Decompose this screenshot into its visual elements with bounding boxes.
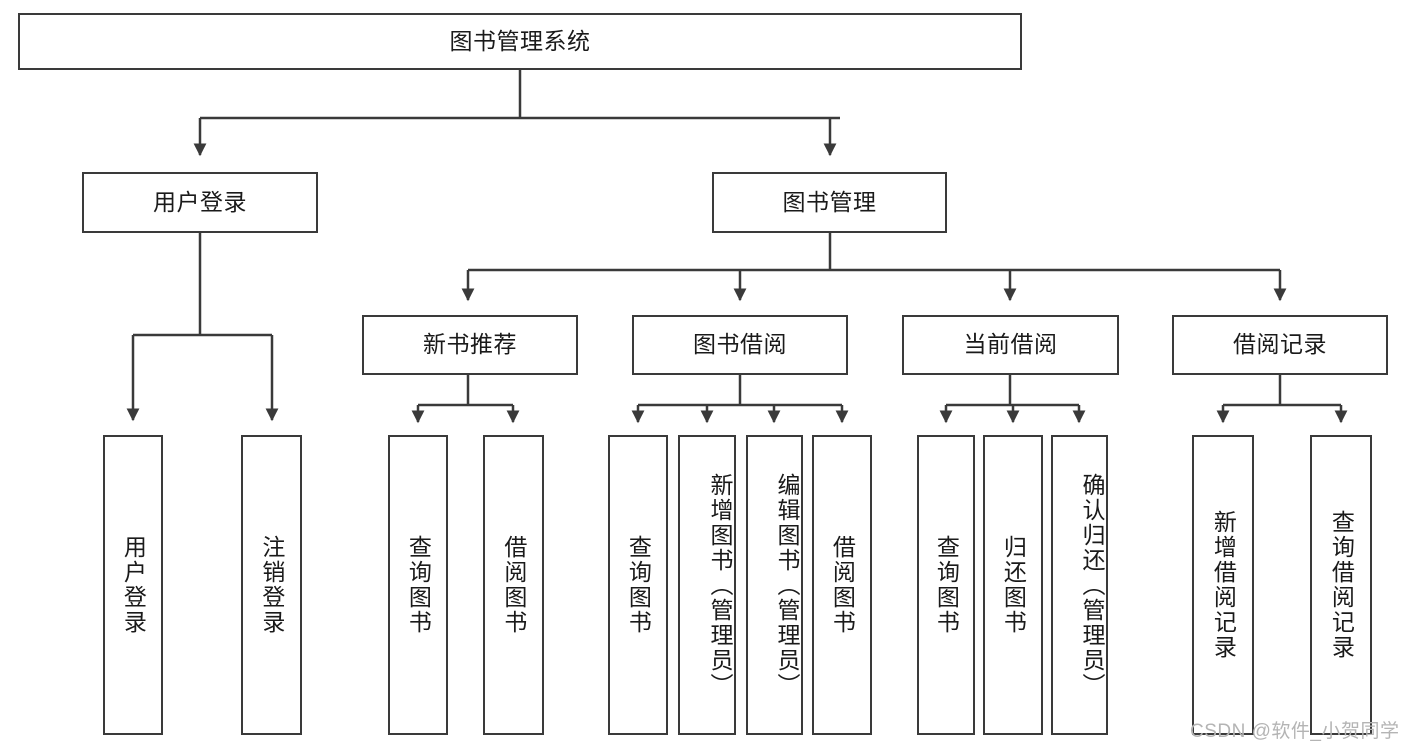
csdn-watermark: CSDN @软件_小贺同学 (1190, 721, 1400, 742)
leaf-return-book[interactable]: 归还图书 (983, 435, 1043, 735)
node-label: 图书管理 (782, 188, 877, 215)
leaf-query-book-borrow[interactable]: 查询图书 (608, 435, 668, 735)
leaf-user-login[interactable]: 用户登录 (103, 435, 163, 735)
node-label: 当前借阅 (963, 331, 1058, 358)
node-book-management[interactable]: 图书管理 (712, 172, 947, 233)
leaf-borrow-book-recommend[interactable]: 借阅图书 (483, 435, 544, 735)
node-label: 查询图书 (933, 535, 960, 635)
node-label: 注销登录 (258, 535, 285, 635)
leaf-add-borrow-record[interactable]: 新增借阅记录 (1192, 435, 1254, 735)
leaf-query-book-current[interactable]: 查询图书 (917, 435, 975, 735)
node-label: 借阅图书 (500, 535, 527, 635)
leaf-logout[interactable]: 注销登录 (241, 435, 302, 735)
node-label: 新增借阅记录 (1210, 510, 1237, 660)
node-label: 新书推荐 (423, 331, 517, 358)
node-label: 查询借阅记录 (1328, 510, 1355, 660)
leaf-query-book-recommend[interactable]: 查询图书 (388, 435, 448, 735)
node-root-system[interactable]: 图书管理系统 (18, 13, 1022, 70)
node-label: 图书借阅 (693, 331, 787, 358)
node-label: 借阅图书 (829, 535, 856, 635)
node-label: 查询图书 (405, 535, 432, 635)
leaf-borrow-book[interactable]: 借阅图书 (812, 435, 872, 735)
node-label: 借阅记录 (1233, 331, 1327, 358)
node-label: 归还图书 (1000, 535, 1027, 635)
node-book-borrow[interactable]: 图书借阅 (632, 315, 848, 375)
node-label: 用户登录 (153, 188, 247, 215)
leaf-edit-book-admin[interactable]: 编辑图书（管理员） (746, 435, 803, 735)
leaf-add-book-admin[interactable]: 新增图书（管理员） (678, 435, 736, 735)
node-current-borrow[interactable]: 当前借阅 (902, 315, 1119, 375)
node-label: 新增图书（管理员） (707, 472, 733, 698)
node-borrow-record[interactable]: 借阅记录 (1172, 315, 1388, 375)
leaf-query-borrow-record[interactable]: 查询借阅记录 (1310, 435, 1372, 735)
node-label: 图书管理系统 (449, 27, 591, 54)
node-user-login[interactable]: 用户登录 (82, 172, 318, 233)
node-label: 用户登录 (120, 535, 147, 635)
node-label: 编辑图书（管理员） (774, 472, 800, 698)
leaf-confirm-return-admin[interactable]: 确认归还（管理员） (1051, 435, 1108, 735)
node-label: 确认归还（管理员） (1079, 472, 1105, 698)
node-new-book-recommend[interactable]: 新书推荐 (362, 315, 578, 375)
node-label: 查询图书 (625, 535, 652, 635)
